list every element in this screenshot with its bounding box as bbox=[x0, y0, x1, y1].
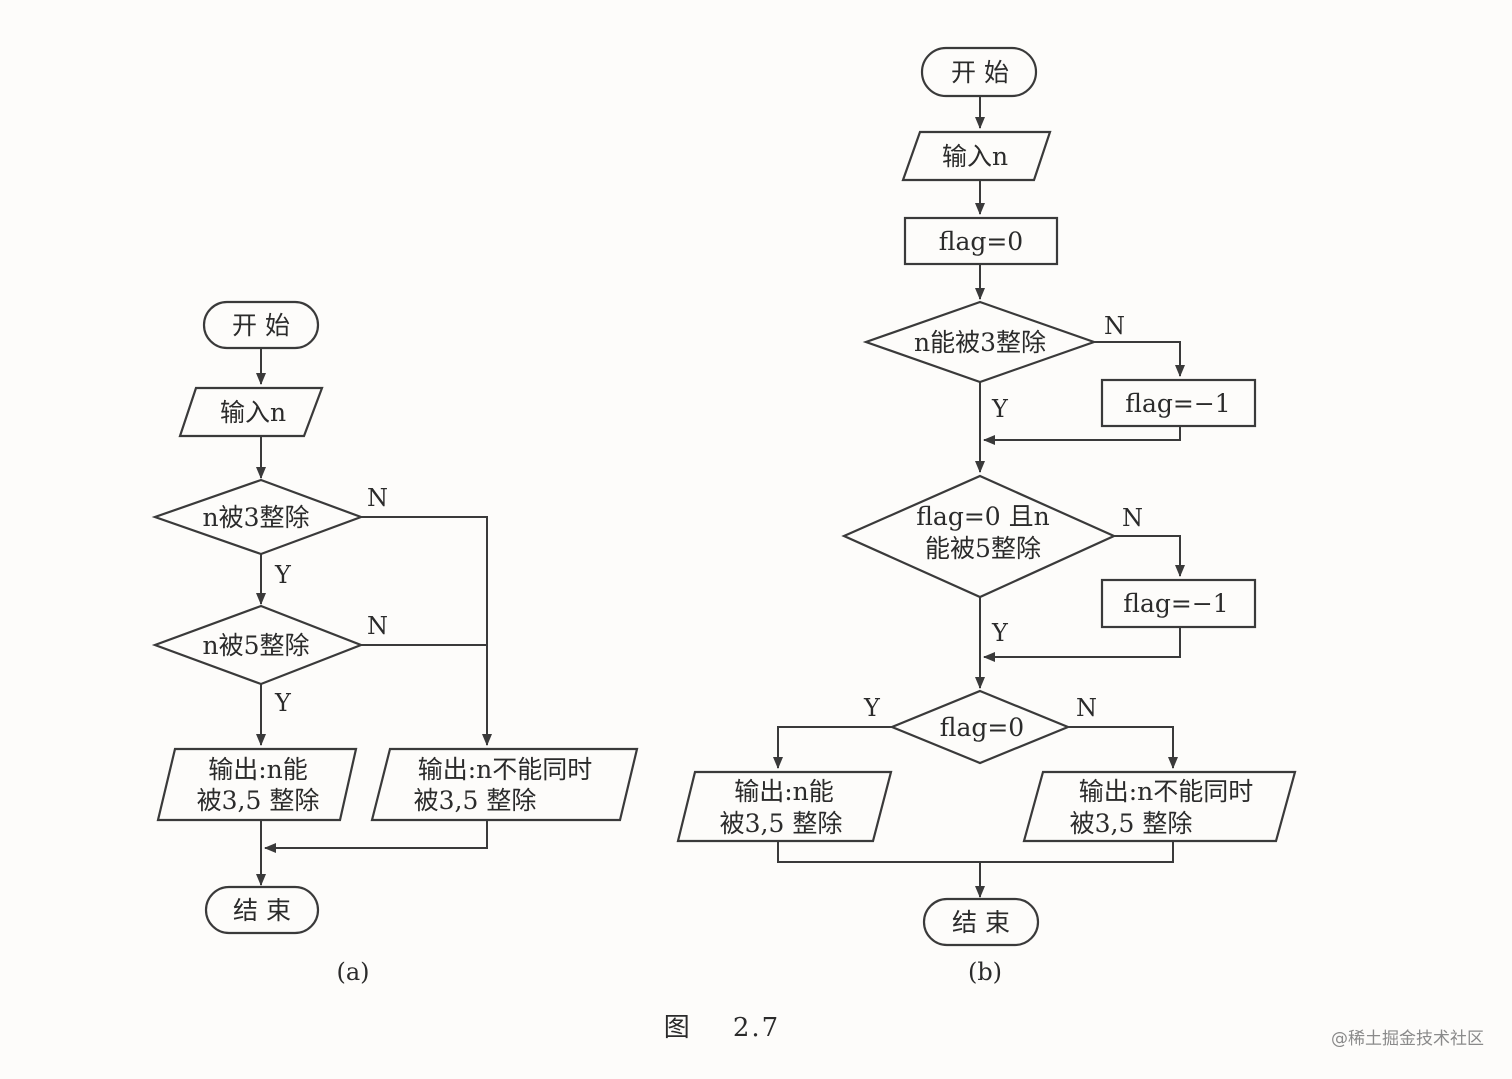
b-start-text: 开 始 bbox=[951, 58, 1009, 87]
a-output-no: 输出:n不能同时 被3,5 整除 bbox=[370, 747, 639, 822]
figure-caption: 图 2.7 bbox=[664, 1013, 780, 1043]
b-output-no-line2: 被3,5 整除 bbox=[1070, 809, 1193, 838]
a-label-y2: Y bbox=[274, 689, 292, 717]
b-set-flag-2-text: flag=−1 bbox=[1123, 589, 1228, 618]
b-decision-div5: flag=0 且n 能被5整除 bbox=[841, 474, 1117, 599]
a-input-text: 输入n bbox=[220, 398, 286, 427]
a-input-parallelogram: 输入n bbox=[178, 386, 324, 438]
b-start-terminal: 开 始 bbox=[920, 46, 1038, 98]
b-set-flag-1-text: flag=−1 bbox=[1125, 389, 1230, 418]
a-start-text: 开 始 bbox=[232, 311, 290, 340]
b-input-text: 输入n bbox=[942, 142, 1008, 171]
b-output-no-line1: 输出:n不能同时 bbox=[1079, 777, 1254, 806]
b-label-n3: N bbox=[1076, 694, 1097, 722]
b-caption: (b) bbox=[968, 958, 1002, 986]
a-caption: (a) bbox=[336, 958, 369, 986]
b-decision-div3: n能被3整除 bbox=[862, 300, 1098, 384]
b-label-y2: Y bbox=[991, 619, 1009, 647]
a-decision-div5-text: n被5整除 bbox=[202, 631, 309, 660]
a-output-yes-line1: 输出:n能 bbox=[208, 755, 308, 784]
a-output-no-line2: 被3,5 整除 bbox=[414, 786, 537, 815]
a-output-yes: 输出:n能 被3,5 整除 bbox=[156, 747, 358, 822]
a-decision-div3-text: n被3整除 bbox=[202, 503, 309, 532]
b-output-yes-line2: 被3,5 整除 bbox=[720, 809, 843, 838]
b-decision-div3-text: n能被3整除 bbox=[914, 328, 1046, 357]
b-label-y3: Y bbox=[863, 694, 881, 722]
a-output-yes-line2: 被3,5 整除 bbox=[197, 786, 320, 815]
a-decision-div3: n被3整除 bbox=[151, 478, 365, 556]
b-set-flag-1: flag=−1 bbox=[1100, 378, 1257, 428]
a-start-terminal: 开 始 bbox=[202, 300, 320, 350]
b-decision-flag: flag=0 bbox=[889, 689, 1071, 765]
b-label-y1: Y bbox=[991, 395, 1009, 423]
flowchart-b: 开 始 输入n flag=0 n能被3整除 N Y flag=−1 bbox=[676, 46, 1297, 986]
a-decision-div5: n被5整除 bbox=[151, 604, 365, 686]
b-end-text: 结 束 bbox=[952, 908, 1010, 937]
a-label-n2: N bbox=[367, 612, 388, 640]
b-input-parallelogram: 输入n bbox=[901, 130, 1052, 182]
b-output-no: 输出:n不能同时 被3,5 整除 bbox=[1022, 770, 1297, 843]
b-init-process: flag=0 bbox=[903, 216, 1059, 266]
a-label-n1: N bbox=[367, 484, 388, 512]
b-output-yes-line1: 输出:n能 bbox=[734, 777, 834, 806]
b-label-n1: N bbox=[1104, 312, 1125, 340]
b-label-n2: N bbox=[1122, 504, 1143, 532]
b-decision-flag-text: flag=0 bbox=[940, 713, 1024, 742]
b-decision-div5-line2: 能被5整除 bbox=[925, 534, 1041, 563]
b-set-flag-2: flag=−1 bbox=[1100, 578, 1257, 629]
b-output-yes: 输出:n能 被3,5 整除 bbox=[676, 770, 893, 843]
a-label-y1: Y bbox=[274, 561, 292, 589]
flowchart-a: 开 始 输入n n被3整除 N Y n被5整除 N Y 输出: bbox=[151, 300, 639, 986]
watermark-text: @稀土掘金技术社区 bbox=[1331, 1029, 1484, 1049]
b-init-text: flag=0 bbox=[939, 227, 1023, 256]
a-output-no-line1: 输出:n不能同时 bbox=[418, 755, 593, 784]
b-end-terminal: 结 束 bbox=[922, 897, 1040, 947]
b-decision-div5-line1: flag=0 且n bbox=[916, 502, 1049, 531]
a-end-text: 结 束 bbox=[233, 896, 291, 925]
a-end-terminal: 结 束 bbox=[204, 885, 320, 935]
